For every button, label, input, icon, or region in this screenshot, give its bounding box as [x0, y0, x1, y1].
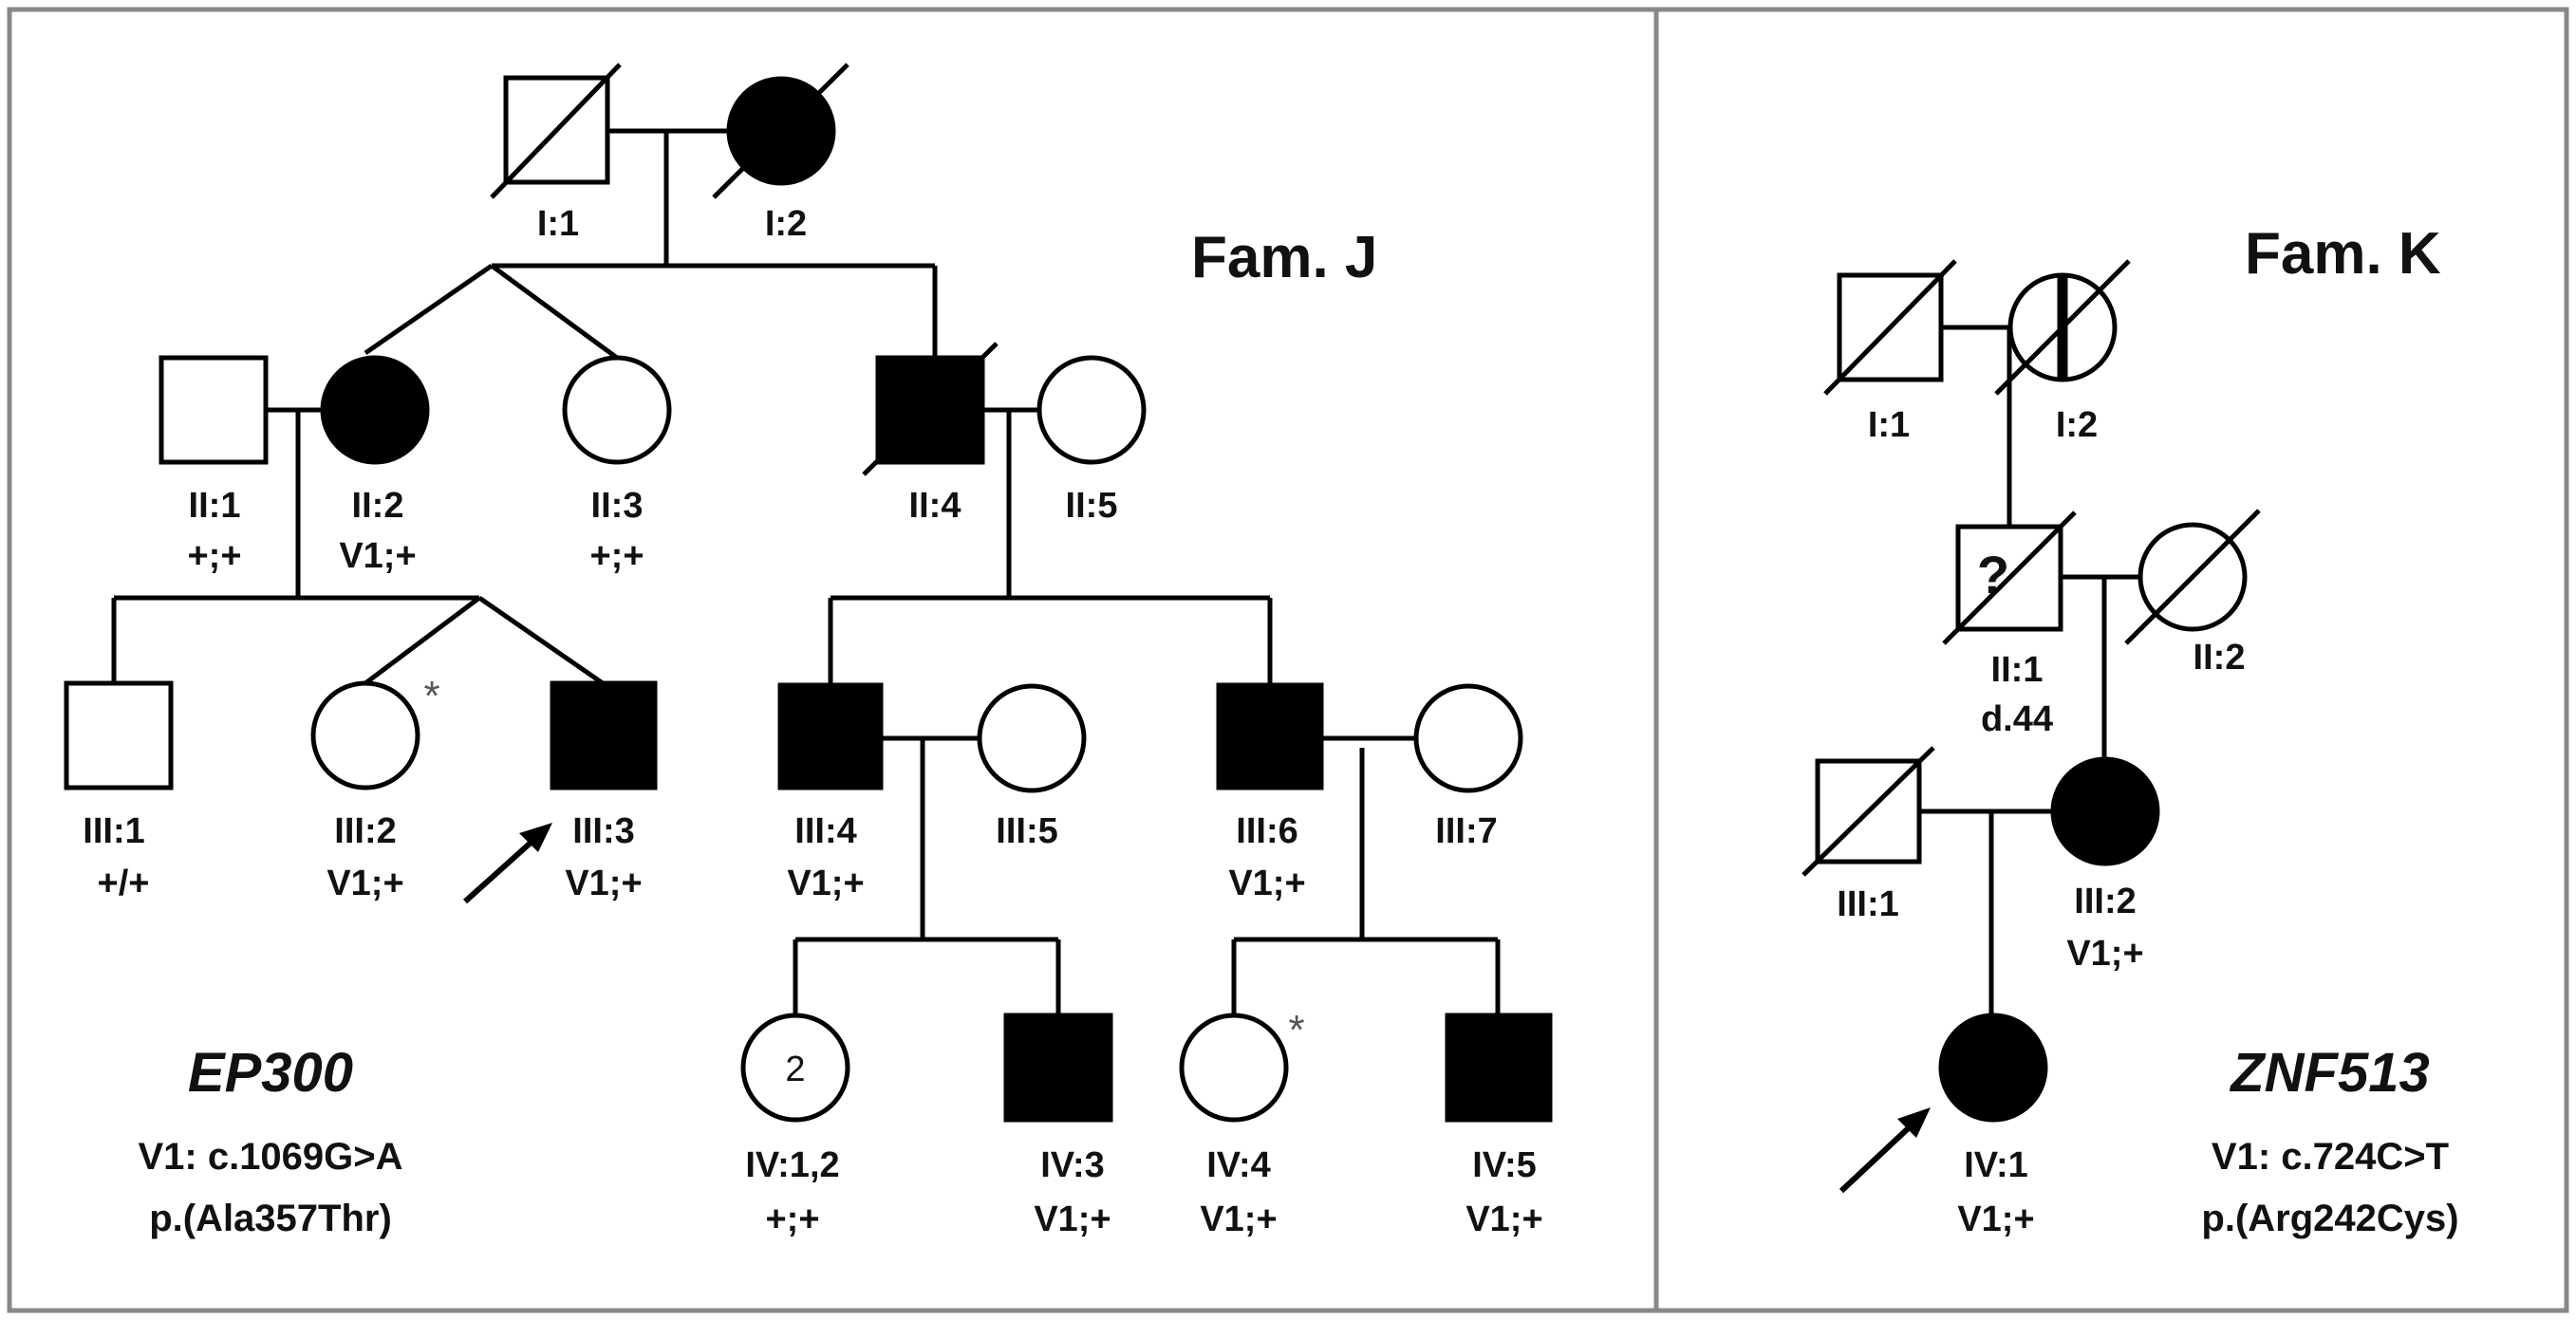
pedigree-female-unaffected-j-III7 — [1413, 683, 1523, 793]
id-label-j-II5: II:5 — [1066, 486, 1118, 526]
panel-fam-j: I:1 I:2 II:1 +;+ II:2 V1;+ II:3 +;+ II:4… — [64, 63, 1553, 1239]
variant-cdna: V1: c.1069G>A — [138, 1136, 402, 1178]
deceased-slash-icon — [1942, 511, 2077, 645]
pedigree-male-affected-j-IV3 — [1003, 1013, 1113, 1123]
pedigree-female-unaffected-j-II3 — [562, 355, 672, 465]
genotype-j-IV4: V1;+ — [1200, 1199, 1277, 1239]
genotype-j-III3: V1;+ — [565, 864, 642, 903]
genotype-j-IV5: V1;+ — [1465, 1199, 1542, 1239]
id-label-j-II3: II:3 — [591, 486, 644, 526]
pedigree-male-affected-j-III3 — [550, 680, 658, 790]
genotype-j-IV12: +;+ — [765, 1199, 819, 1239]
panel-fam-k: I:1 I:2 ? II:1 d.44 II:2 III:1 III:2 V1;… — [1801, 221, 2459, 1239]
genotype-j-III6: V1;+ — [1228, 864, 1305, 903]
id-label-j-III2: III:2 — [334, 811, 396, 851]
family-title: Fam. J — [1191, 225, 1377, 290]
genotype-j-III4: V1;+ — [787, 864, 864, 903]
pedigree-female-unaffected-j-IV4 — [1179, 1013, 1289, 1123]
pedigree-lines-j — [111, 128, 1501, 1015]
proband-arrow-icon — [1839, 1107, 1931, 1194]
id-label-j-III3: III:3 — [572, 811, 634, 851]
pedigree-male-unaffected-j-III1 — [64, 680, 174, 790]
id-label-j-I1: I:1 — [537, 204, 579, 244]
genotype-k-IV1: V1;+ — [1957, 1199, 2034, 1239]
deceased-slash-icon — [712, 63, 849, 199]
id-label-k-II2: II:2 — [2193, 638, 2246, 678]
pedigree-female-unaffected-j-IV12 — [740, 1013, 850, 1123]
genotype-j-IV3: V1;+ — [1034, 1199, 1111, 1239]
genotype-j-III1: +/+ — [98, 864, 150, 903]
deceased-slash-icon — [1801, 746, 1935, 877]
id-label-k-I1: I:1 — [1868, 405, 1910, 445]
asterisk-marker: * — [423, 673, 439, 719]
gene-name: ZNF513 — [2229, 1042, 2430, 1104]
id-label-j-IV3: IV:3 — [1040, 1145, 1105, 1185]
id-label-j-III7: III:7 — [1435, 811, 1497, 851]
deceased-slash-icon — [1823, 259, 1957, 396]
genotype-j-II1: +;+ — [187, 536, 241, 576]
id-label-j-IV5: IV:5 — [1472, 1145, 1537, 1185]
pedigree-female-unaffected-j-III2 — [310, 680, 420, 790]
proband-arrow-icon — [462, 823, 552, 904]
genotype-j-II3: +;+ — [589, 536, 644, 576]
id-label-j-I2: I:2 — [765, 204, 807, 244]
variant-cdna: V1: c.724C>T — [2212, 1136, 2449, 1178]
id-label-j-III4: III:4 — [794, 811, 856, 851]
pedigree-male-affected-j-III6 — [1216, 682, 1324, 790]
id-label-k-III1: III:1 — [1837, 884, 1898, 924]
deceased-slash-icon — [862, 342, 999, 476]
age-at-death-k-II1: d.44 — [1981, 699, 2053, 739]
pedigree-female-affected-k-IV1 — [1938, 1013, 2048, 1123]
variant-protein: p.(Arg242Cys) — [2201, 1198, 2458, 1239]
id-label-k-IV1: IV:1 — [1964, 1145, 2028, 1185]
pedigree-male-affected-j-III4 — [777, 682, 884, 790]
genotype-j-II2: V1;+ — [339, 536, 416, 576]
gene-name: EP300 — [188, 1042, 353, 1104]
deceased-slash-icon — [2124, 509, 2261, 645]
pedigree-female-unaffected-j-III5 — [977, 683, 1087, 793]
deceased-slash-icon — [1994, 259, 2131, 396]
id-label-j-II1: II:1 — [189, 486, 241, 526]
id-label-k-III2: III:2 — [2074, 882, 2136, 921]
sibling-count: 2 — [785, 1050, 805, 1089]
outer-frame — [7, 7, 2569, 1313]
id-label-j-II4: II:4 — [909, 486, 961, 526]
id-label-j-IV12: IV:1,2 — [745, 1145, 839, 1185]
id-label-k-II1: II:1 — [1991, 650, 2044, 690]
id-label-j-III5: III:5 — [996, 811, 1057, 851]
pedigree-male-affected-j-IV5 — [1445, 1013, 1553, 1123]
id-label-k-I2: I:2 — [2056, 405, 2098, 445]
pedigree-male-unaffected-j-II1 — [159, 355, 269, 465]
family-title: Fam. K — [2245, 221, 2441, 287]
pedigree-female-unaffected-j-II5 — [1036, 355, 1147, 465]
id-label-j-III6: III:6 — [1236, 811, 1297, 851]
pedigree-female-affected-j-II2 — [320, 355, 430, 465]
genotype-j-III2: V1;+ — [327, 864, 403, 903]
variant-protein: p.(Ala357Thr) — [149, 1198, 392, 1239]
pedigree-lines-k — [1919, 325, 2140, 1015]
id-label-j-III1: III:1 — [83, 811, 144, 851]
genotype-k-III2: V1;+ — [2066, 934, 2143, 974]
id-label-j-II2: II:2 — [352, 486, 404, 526]
asterisk-marker: * — [1288, 1007, 1304, 1053]
deceased-slash-icon — [490, 63, 622, 199]
pedigree-female-affected-k-III2 — [2050, 756, 2160, 866]
id-label-j-IV4: IV:4 — [1206, 1145, 1271, 1185]
